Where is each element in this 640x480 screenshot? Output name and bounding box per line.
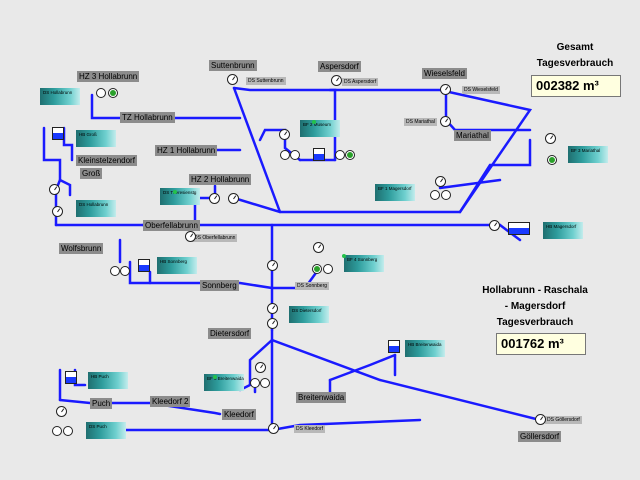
ds-oberfellabrunn[interactable]: DS Oberfellabrunn [192,234,238,242]
pump-icon[interactable] [52,426,62,436]
label-tz-hollabrunn[interactable]: TZ Hollabrunn [120,112,175,123]
tank-icon[interactable] [138,259,150,272]
label-puch[interactable]: Puch [90,398,113,409]
label-kleedorf[interactable]: Kleedorf [222,409,256,420]
label-sonnberg[interactable]: Sonnberg [200,280,239,291]
pump-icon[interactable] [108,88,118,98]
flow-meter-icon[interactable] [489,220,500,231]
tank-icon[interactable] [388,340,400,353]
pump-icon[interactable] [441,190,451,200]
label-breitenwaida[interactable]: Breitenwaida [296,392,347,403]
label-oberfellabrunn[interactable]: Oberfellabrunn [143,220,200,231]
status-dot-icon [312,120,316,124]
pump-icon[interactable] [312,264,322,274]
ds-mariathal[interactable]: DS Mariathal [404,118,437,126]
label-hz3-hollabrunn[interactable]: HZ 3 Hollabrunn [77,71,140,82]
pump-icon[interactable] [345,150,355,160]
flow-meter-icon[interactable] [52,206,63,217]
tile-bf2-museum[interactable]: BF 2 Museum [300,120,340,137]
pump-icon[interactable] [323,264,333,274]
pump-icon[interactable] [335,150,345,160]
ds-wieselsfeld[interactable]: DS Wieselsfeld [462,86,500,94]
label-wolfsbrunn[interactable]: Wolfsbrunn [59,243,104,254]
flow-meter-icon[interactable] [49,184,60,195]
flow-meter-icon[interactable] [279,129,290,140]
flow-meter-icon[interactable] [56,406,67,417]
flow-meter-icon[interactable] [227,74,238,85]
tile-ds-dietersdorf[interactable]: DS Dietersdorf [289,306,329,323]
label-kleedorf-2[interactable]: Kleedorf 2 [150,396,191,407]
tile-bf5-breitenwaida[interactable]: BF 5 Breitenwaida [204,374,244,391]
ds-goellersdorf[interactable]: DS Göllersdorf [545,416,582,424]
pump-icon[interactable] [110,266,120,276]
tank-icon[interactable] [65,371,77,384]
flow-meter-icon[interactable] [545,133,556,144]
pump-icon[interactable] [430,190,440,200]
pump-icon[interactable] [120,266,130,276]
total-title-line2: Tagesverbrauch [536,58,614,69]
region-title-line2: - Magersdorf [504,301,566,312]
tile-bf1-magersdorf[interactable]: BF 1 Magersdorf [375,184,415,201]
flow-meter-icon[interactable] [268,423,279,434]
flow-meter-icon[interactable] [313,242,324,253]
flow-meter-icon[interactable] [267,318,278,329]
flow-meter-icon[interactable] [228,193,239,204]
label-aspersdorf[interactable]: Aspersdorf [318,61,361,72]
tile-ds-hollabrunn[interactable]: DS Hollabrunn [40,88,80,105]
pump-icon[interactable] [260,378,270,388]
label-dietersdorf[interactable]: Dietersdorf [208,328,252,339]
flow-meter-icon[interactable] [331,75,342,86]
ds-suttenbrunn[interactable]: DS Suttenbrunn [246,77,286,85]
flow-meter-icon[interactable] [440,84,451,95]
ds-aspersdorf[interactable]: DS Aspersdorf [342,78,379,86]
status-dot-icon [342,254,346,258]
label-kleinstelzendorf[interactable]: Kleinstelzendorf [76,155,137,166]
label-goellersdorf[interactable]: Göllersdorf [518,431,562,442]
flow-meter-icon[interactable] [185,231,196,242]
tile-hb-magersdorf[interactable]: HB Magersdorf [543,222,583,239]
flow-meter-icon[interactable] [209,193,220,204]
tile-ds-puch[interactable]: DS Puch [86,422,126,439]
region-consumption-display: 001762 m³ [496,333,586,355]
label-gross[interactable]: Groß [80,168,103,179]
tank-icon[interactable] [313,148,325,161]
label-hz2-hollabrunn[interactable]: HZ 2 Hollabrunn [189,174,252,185]
pump-icon[interactable] [250,378,260,388]
flow-meter-icon[interactable] [255,362,266,373]
label-mariathal[interactable]: Mariathal [454,130,491,141]
flow-meter-icon[interactable] [440,116,451,127]
total-title-line1: Gesamt [556,42,594,53]
tile-ds-hollabrunn-2[interactable]: DS Hollabrunn [76,200,116,217]
tile-hb-puch[interactable]: HB Puch [88,372,128,389]
tile-bf4-sonnberg[interactable]: BF 4 Sonnberg [344,255,384,272]
flow-meter-icon[interactable] [267,303,278,314]
tank-icon[interactable] [508,222,530,235]
label-hz1-hollabrunn[interactable]: HZ 1 Hollabrunn [155,145,218,156]
pump-icon[interactable] [547,155,557,165]
label-wieselsfeld[interactable]: Wieselsfeld [422,68,467,79]
flow-meter-icon[interactable] [435,176,446,187]
total-consumption-display: 002382 m³ [531,75,621,97]
region-title-line1: Hollabrunn - Raschala [482,285,588,296]
pump-icon[interactable] [290,150,300,160]
tank-icon[interactable] [52,127,64,140]
ds-sonnberg[interactable]: DS Sonnberg [295,282,330,290]
tile-hb-breitenwaida[interactable]: HB Breitenwaida [405,340,445,357]
region-title-line3: Tagesverbrauch [496,317,574,328]
status-dot-icon [213,375,217,379]
flow-meter-icon[interactable] [535,414,546,425]
ds-kleedorf[interactable]: DS Kleedorf [294,425,325,433]
pump-icon[interactable] [96,88,106,98]
tile-bf3-mariathal[interactable]: BF 3 Mariathal [568,146,608,163]
pump-icon[interactable] [63,426,73,436]
flow-meter-icon[interactable] [267,260,278,271]
status-dot-icon [173,190,177,194]
pump-icon[interactable] [280,150,290,160]
label-suttenbrunn[interactable]: Suttenbrunn [209,60,257,71]
tile-hb-sonnberg[interactable]: HB Sonnberg [157,257,197,274]
tile-hb-gross[interactable]: HB Groß [76,130,116,147]
tile-ds-theresienstg[interactable]: DS Theresienstg [160,188,200,205]
